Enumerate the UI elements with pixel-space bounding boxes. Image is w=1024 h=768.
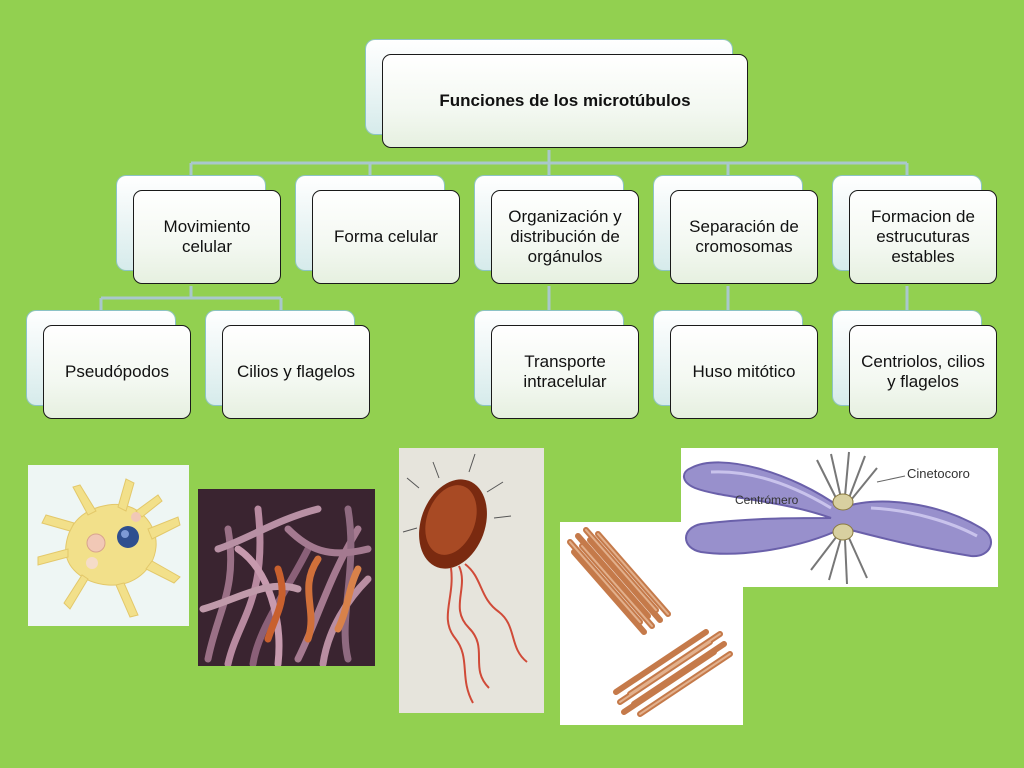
leaf-huso-mitotico: Huso mitótico	[654, 311, 819, 421]
leaf-label: Pseudópodos	[43, 325, 191, 419]
branch-label: Forma celular	[312, 190, 460, 284]
label-centromere: Centrómero	[735, 493, 799, 507]
root-node: Funciones de los microtúbulos	[366, 40, 748, 150]
leaf-transporte-intracelular: Transporte intracelular	[475, 311, 640, 421]
leaf-centriolos: Centriolos, cilios y flagelos	[833, 311, 998, 421]
leaf-cilios-flagelos: Cilios y flagelos	[206, 311, 371, 421]
bacterium-flagella-image	[399, 448, 544, 713]
branch-movimiento-celular: Movimiento celular	[117, 176, 282, 286]
leaf-label: Huso mitótico	[670, 325, 818, 419]
leaf-label: Cilios y flagelos	[222, 325, 370, 419]
leaf-label: Centriolos, cilios y flagelos	[849, 325, 997, 419]
label-kinetochore: Cinetocoro	[907, 466, 970, 481]
branch-separacion-cromosomas: Separación de cromosomas	[654, 176, 819, 286]
branch-label: Movimiento celular	[133, 190, 281, 284]
cilia-image	[198, 489, 375, 666]
branch-forma-celular: Forma celular	[296, 176, 461, 286]
branch-estructuras-estables: Formacion de estrucuturas estables	[833, 176, 998, 286]
leaf-pseudopodos: Pseudópodos	[27, 311, 192, 421]
chromosome-image: Cinetocoro Centrómero	[681, 448, 998, 587]
branch-label: Formacion de estrucuturas estables	[849, 190, 997, 284]
microtubule-bundles-image	[560, 522, 743, 725]
branch-label: Separación de cromosomas	[670, 190, 818, 284]
branch-organizacion: Organización y distribución de orgánulos	[475, 176, 640, 286]
branch-label: Organización y distribución de orgánulos	[491, 190, 639, 284]
root-label: Funciones de los microtúbulos	[382, 54, 748, 148]
amoeba-cell-image	[28, 465, 189, 626]
leaf-label: Transporte intracelular	[491, 325, 639, 419]
